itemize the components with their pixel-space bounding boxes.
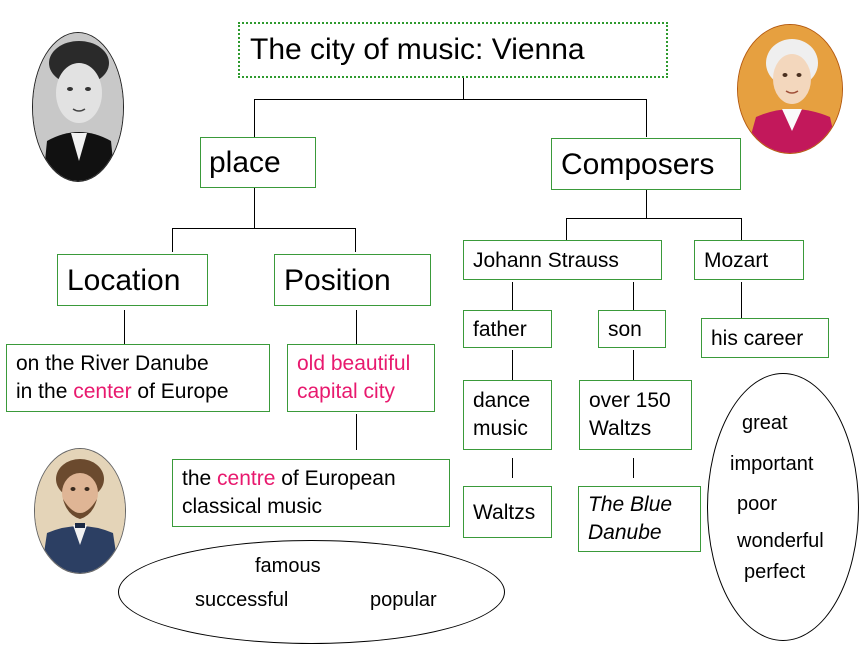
position-node: Position [274,254,431,306]
adjectives-right-ellipse [707,373,859,641]
connector-line [633,282,634,310]
connector-line [566,218,567,240]
waltz-count-line1: over 150 [589,389,671,412]
connector-line [512,458,513,478]
son-node: son [598,310,666,348]
connector-line [566,218,742,219]
portrait-mozart-icon [737,24,843,154]
connector-line [512,282,513,310]
connector-line [254,188,255,228]
adjective-famous: famous [255,555,321,577]
connector-line [355,228,356,252]
strauss-node: Johann Strauss [463,240,662,280]
place-label: place [209,146,281,179]
location-node: Location [57,254,208,306]
position-detail-line2: capital city [297,379,396,403]
blue-danube-line2: Danube [588,520,662,544]
connector-line [741,218,742,240]
father-label: father [473,318,527,341]
dance-music-node: dance music [463,380,552,450]
adjective-poor: poor [737,493,778,515]
adjective-popular: popular [370,589,437,611]
composers-node: Composers [551,138,741,190]
adjective-important: important [730,453,814,475]
centre-line2: classical music [182,494,323,518]
portrait-strauss-father-icon [34,448,126,574]
career-label: his career [711,327,804,350]
adjective-wonderful: wonderful [737,530,824,552]
adjectives-bottom-ellipse [118,540,505,644]
son-label: son [608,318,642,341]
mozart-node: Mozart [694,240,804,280]
adjective-great: great [742,412,788,434]
waltzs-node: Waltzs [463,486,552,538]
title-node: The city of music: Vienna [238,22,668,78]
waltzs-label: Waltzs [473,501,536,524]
mozart-label: Mozart [704,249,769,272]
title-text: The city of music: Vienna [250,33,585,66]
position-label: Position [284,264,391,297]
waltz-count-line2: Waltzs [589,416,652,440]
blue-danube-node: The Blue Danube [578,486,701,552]
connector-line [741,282,742,318]
connector-line [633,350,634,380]
centre-line1: the centre of European [182,467,396,490]
strauss-label: Johann Strauss [473,249,619,272]
blue-danube-line1: The Blue [588,493,673,516]
adjective-successful: successful [195,589,289,611]
connector-line [633,458,634,478]
connector-line [646,190,647,218]
career-node: his career [701,318,829,358]
center-highlight: center [73,379,132,403]
composers-label: Composers [561,148,715,181]
connector-line [512,350,513,380]
connector-line [124,310,125,344]
position-detail-line1: old beautiful [297,352,411,375]
location-detail-line1: on the River Danube [16,352,209,375]
connector-line [356,310,357,344]
connector-line [254,99,646,100]
father-node: father [463,310,552,348]
waltz-count-node: over 150 Waltzs [579,380,692,450]
location-label: Location [67,264,181,297]
connector-line [172,228,173,252]
location-detail-line2: in the center of Europe [16,379,229,403]
connector-line [254,99,255,137]
portrait-strauss-son-icon [32,32,124,182]
connector-line [646,99,647,137]
place-node: place [200,137,316,188]
dance-line1: dance [473,389,531,412]
connector-line [463,78,464,100]
connector-line [356,414,357,450]
centre-node: the centre of European classical music [172,459,450,527]
centre-highlight: centre [217,467,276,490]
position-detail-node: old beautiful capital city [287,344,435,412]
connector-line [172,228,356,229]
adjective-perfect: perfect [744,561,806,583]
dance-line2: music [473,416,528,440]
location-detail-node: on the River Danube in the center of Eur… [6,344,270,412]
